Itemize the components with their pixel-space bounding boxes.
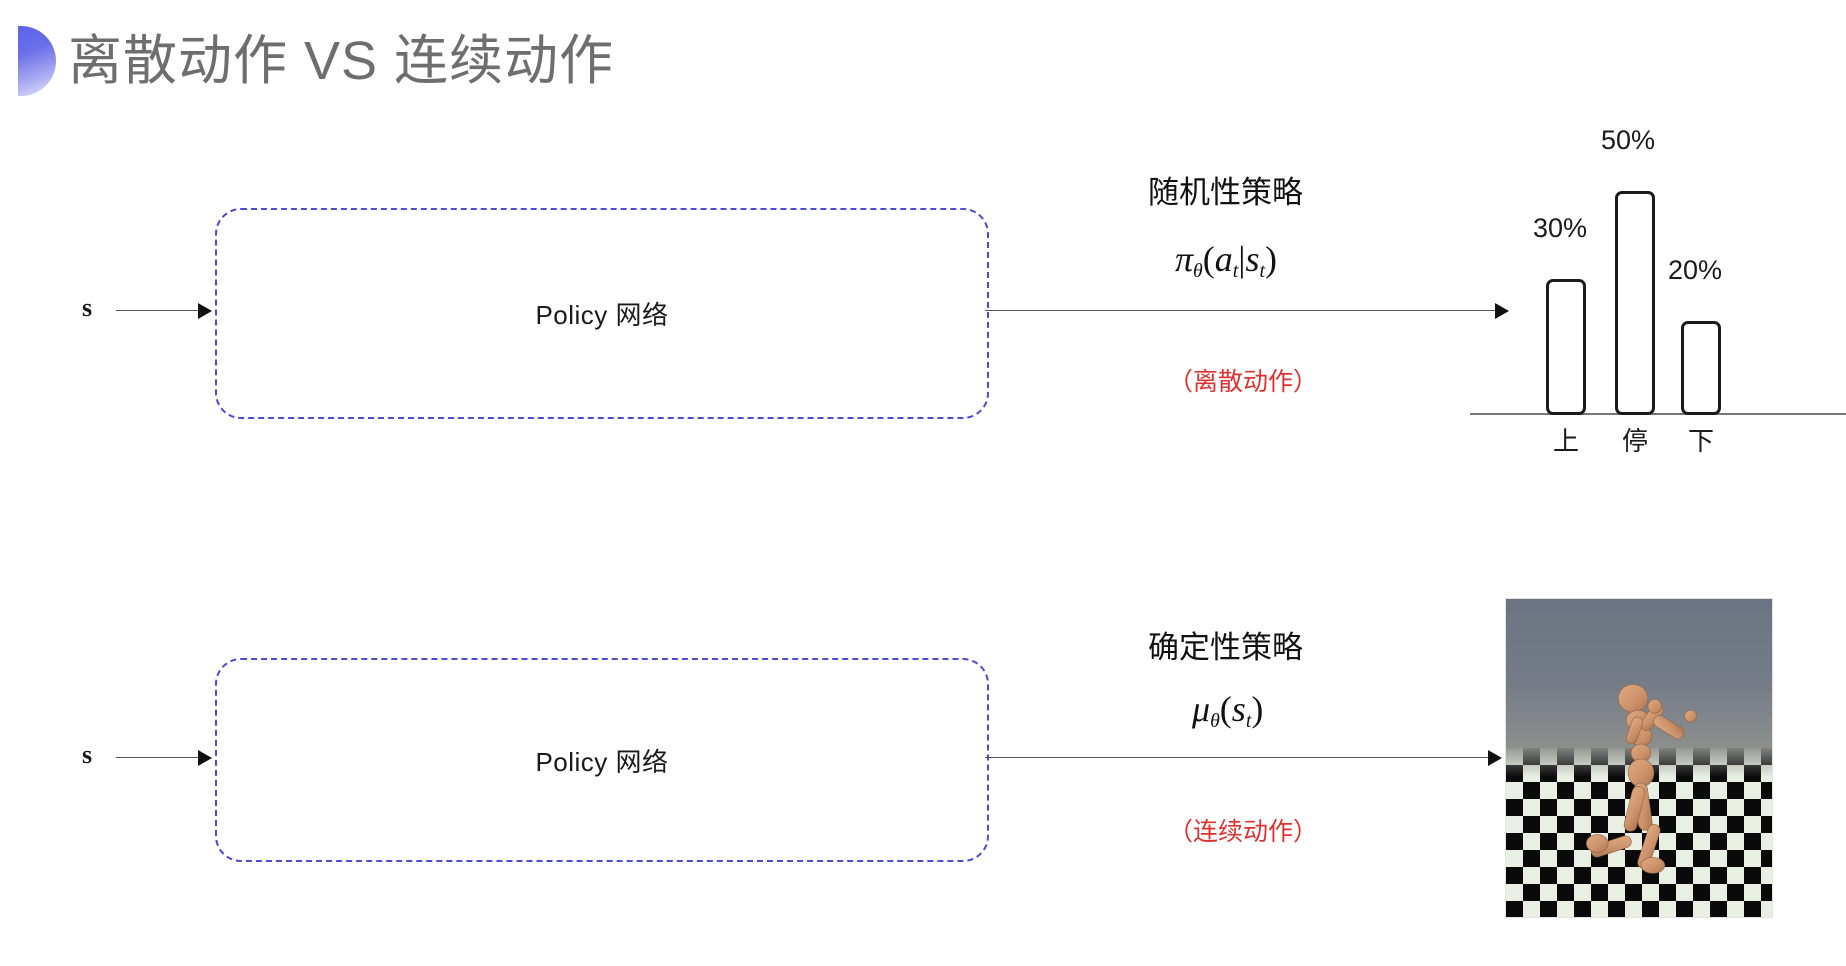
input-arrow-line-discrete [116, 310, 202, 311]
humanoid-figure-icon [1586, 684, 1697, 874]
humanoid-simulation-image [1505, 598, 1773, 918]
annotation-note-continuous: （连续动作） [1168, 818, 1319, 846]
output-arrow-head-continuous [1488, 750, 1502, 766]
bar-category-stop: 停 [1621, 426, 1648, 456]
bar-down [1681, 321, 1721, 415]
output-arrow-head-discrete [1495, 303, 1509, 319]
chart-baseline-axis [1470, 413, 1846, 415]
state-input-label-discrete: s [82, 293, 93, 322]
bar-stop [1615, 191, 1655, 415]
input-arrow-head-discrete [198, 303, 212, 319]
output-arrow-line-continuous [985, 757, 1490, 758]
annotation-formula-discrete: πθ(at|st) [1175, 239, 1277, 283]
state-input-label-continuous: s [82, 740, 93, 769]
bar-category-down: 下 [1687, 426, 1714, 456]
policy-network-box-discrete[interactable]: Policy 网络 [215, 208, 989, 419]
action-probability-bar-chart: 30% 上 50% 停 20% 下 [1470, 100, 1846, 460]
bar-value-down: 20% [1668, 255, 1723, 285]
output-arrow-line-discrete [985, 310, 1497, 311]
annotation-formula-continuous: μθ(st) [1192, 689, 1264, 733]
annotation-note-discrete: （离散动作） [1168, 368, 1319, 396]
policy-network-box-continuous[interactable]: Policy 网络 [215, 658, 989, 862]
input-arrow-line-continuous [116, 757, 202, 758]
policy-network-label-discrete: Policy 网络 [535, 300, 669, 330]
bar-value-stop: 50% [1601, 125, 1656, 155]
annotation-title-discrete: 随机性策略 [1148, 175, 1303, 210]
bar-value-up: 30% [1533, 213, 1588, 243]
page-title: 离散动作 VS 连续动作 [68, 31, 615, 91]
annotation-title-continuous: 确定性策略 [1148, 630, 1303, 665]
bar-category-up: 上 [1552, 426, 1579, 456]
policy-network-label-continuous: Policy 网络 [535, 746, 669, 777]
bar-up [1546, 279, 1586, 415]
half-circle-bullet-icon [18, 26, 56, 96]
input-arrow-head-continuous [198, 750, 212, 766]
